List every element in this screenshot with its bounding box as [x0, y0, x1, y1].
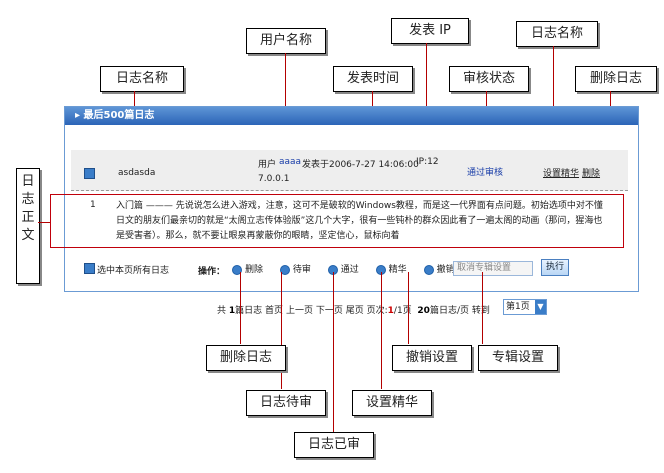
album-select[interactable]: 取消专辑设置 [453, 261, 533, 276]
callout-user-name: 用户名称 [246, 28, 326, 54]
post-time: 发表于2006-7-27 14:06:00 [302, 160, 419, 170]
panel-title: ▸ 最后500篇日志 [65, 107, 638, 125]
select-all-checkbox-icon[interactable] [84, 263, 95, 274]
radio-icon [423, 264, 434, 275]
op-revoke-radio[interactable]: 撤销 [423, 264, 455, 275]
callout-log-approved: 日志已审 [294, 432, 374, 458]
post-ip: IP:12 [416, 157, 439, 167]
user-prefix: 用户 [258, 160, 277, 170]
radio-icon [375, 264, 386, 275]
callout-log-pending: 日志待审 [246, 390, 326, 416]
op-pending-radio[interactable]: 待审 [279, 264, 311, 275]
prev-page-link[interactable]: 上一页 [285, 306, 313, 316]
connector-line [333, 272, 334, 432]
callout-post-time: 发表时间 [333, 66, 413, 92]
next-page-link[interactable]: 下一页 [315, 306, 343, 316]
callout-album-setting: 专辑设置 [478, 345, 558, 371]
first-page-link[interactable]: 首页 [265, 306, 284, 316]
callout-set-featured: 设置精华 [352, 390, 432, 416]
callout-post-ip: 发表 IP [391, 18, 469, 44]
current-page: 1 [387, 306, 394, 316]
log-index: 1 [90, 200, 96, 210]
connector-line [38, 222, 50, 223]
post-ip-rest: 7.0.0.1 [258, 174, 290, 184]
log-body-highlight [50, 194, 624, 248]
page-select[interactable]: 第1页 ▼ [503, 299, 547, 315]
connector-line [553, 46, 554, 162]
goto-label: 转到 [471, 306, 490, 316]
callout-log-name-right: 日志名称 [516, 21, 598, 47]
last-page-link[interactable]: 尾页 [345, 306, 364, 316]
ops-label: 操作： [198, 267, 226, 277]
connector-line [285, 53, 286, 155]
select-all-label: 选中本页所有日志 [97, 266, 170, 276]
connector-line [408, 272, 409, 344]
log-body-text: 入门篇 ——— 先说说怎么进入游戏，注意，这可不是破软的Windows教程，而是… [116, 201, 603, 241]
log-title[interactable]: asdasda [118, 168, 156, 178]
op-delete-radio[interactable]: 删除 [232, 264, 263, 275]
total-count: 1 [228, 306, 236, 316]
radio-icon [232, 264, 242, 275]
callout-log-body: 日志正文 [16, 168, 40, 284]
ops-group: 删除 待审 通过 精华 撤销 [232, 262, 480, 275]
connector-line [240, 272, 241, 344]
chevron-down-icon[interactable]: ▼ [535, 300, 546, 314]
per-page-count: 20 [417, 306, 430, 316]
op-approve-radio[interactable]: 通过 [327, 264, 359, 275]
user-name-link[interactable]: aaaa [279, 157, 302, 167]
connector-line [482, 272, 483, 344]
connector-line [426, 43, 427, 155]
set-featured-link[interactable]: 设置精华 [543, 169, 580, 179]
callout-review-status: 审核状态 [449, 66, 529, 92]
radio-icon [327, 264, 338, 275]
connector-line [281, 272, 282, 389]
op-featured-radio[interactable]: 精华 [375, 264, 407, 275]
review-status-link[interactable]: 通过审核 [467, 168, 504, 178]
row-checkbox-icon[interactable] [84, 168, 95, 179]
execute-button[interactable]: 执行 [541, 259, 570, 276]
delete-log-link[interactable]: 删除 [582, 169, 601, 179]
callout-revoke-setting: 撤销设置 [392, 345, 472, 371]
radio-icon [279, 264, 290, 275]
connector-line [381, 272, 382, 389]
callout-delete-log: 删除日志 [206, 345, 286, 371]
callout-delete-log-top: 删除日志 [575, 66, 657, 92]
pager: 共 1篇日志 首页 上一页 下一页 尾页 页次:1/1页 20篇日志/页 转到 [217, 306, 490, 316]
callout-log-name-left: 日志名称 [100, 66, 184, 92]
log-row [71, 150, 628, 191]
